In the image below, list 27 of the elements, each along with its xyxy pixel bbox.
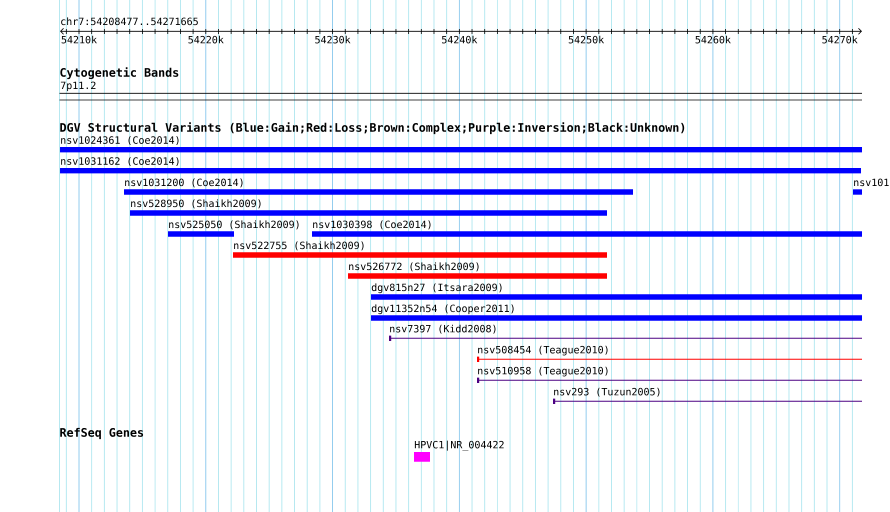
variant-label: dgv815n27 (Itsara2009) xyxy=(372,283,502,294)
variant-label: nsv7397 (Kidd2008) xyxy=(390,324,496,334)
variant-label: nsv1024361 (Coe2014) xyxy=(61,136,179,146)
tick-label: 54230k xyxy=(315,36,350,44)
tick-label: 54260k xyxy=(696,36,731,44)
track-heading: RefSeq Genes xyxy=(60,428,144,440)
variant-label: nsv522755 (Shaikh2009) xyxy=(234,241,364,250)
variant-label: nsv101 xyxy=(854,178,889,186)
tick-label: 54250k xyxy=(568,36,604,44)
variant-label: nsv1031200 (Coe2014) xyxy=(125,178,243,188)
gene-label: HPVC1|NR_004422 xyxy=(414,440,504,451)
variant-label: nsv528950 (Shaikh2009) xyxy=(131,199,261,208)
variant-label: nsv293 (Tuzun2005) xyxy=(554,388,660,397)
track-heading: DGV Structural Variants (Blue:Gain;Red:Loss;Brown:Complex;Purple:Inversion;Black:Unknown) xyxy=(60,122,684,134)
band-label: 7p11.2 xyxy=(60,82,96,92)
variant-label: nsv510958 (Teague2010) xyxy=(478,366,608,376)
tick-label: 54270k xyxy=(822,36,858,44)
variant-label: nsv525050 (Shaikh2009) xyxy=(169,220,299,230)
tick-label: 54240k xyxy=(442,36,478,44)
variant-label: nsv1030398 (Coe2014) xyxy=(313,220,431,230)
tick-label: 54220k xyxy=(188,36,224,44)
range-label: chr7:54208477..54271665 xyxy=(61,17,198,26)
variant-label: dgv11352n54 (Cooper2011) xyxy=(372,304,514,314)
variant-label: nsv526772 (Shaikh2009) xyxy=(349,262,479,272)
variant-label: nsv508454 (Teague2010) xyxy=(478,346,608,356)
tick-label: 54210k xyxy=(62,36,97,44)
variant-label: nsv1031162 (Coe2014) xyxy=(61,157,179,166)
